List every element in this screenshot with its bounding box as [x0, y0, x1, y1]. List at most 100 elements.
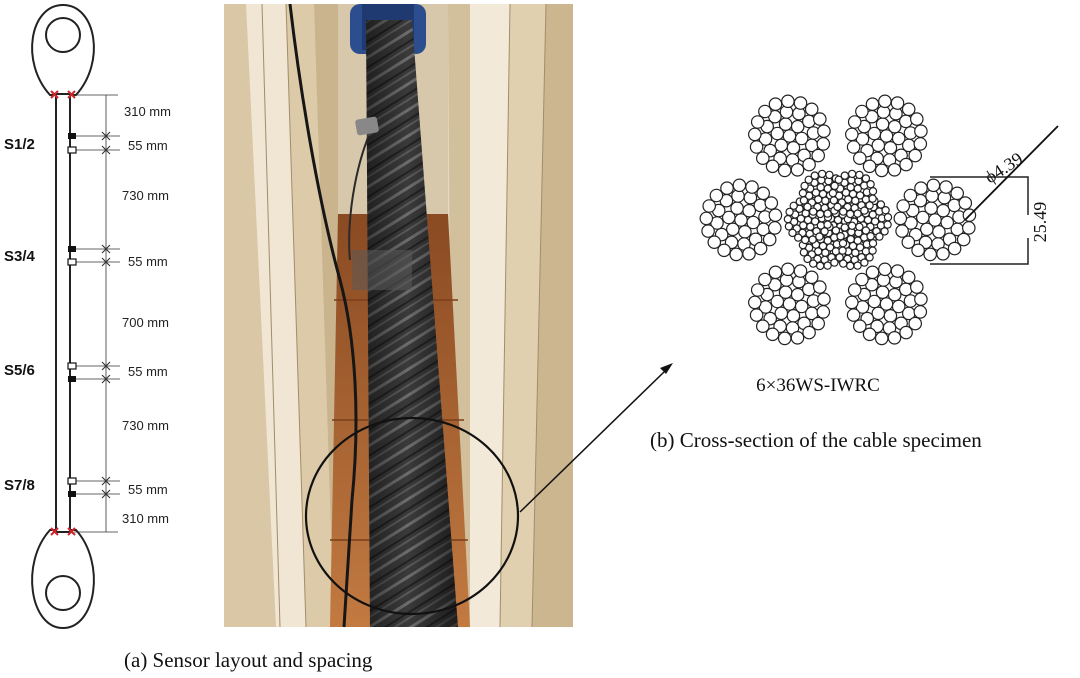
core-wire: [881, 205, 890, 215]
strand-wire: [896, 199, 910, 213]
core-wire: [855, 222, 864, 232]
core-wire: [838, 238, 848, 248]
strand-wire: [871, 306, 886, 321]
strand-wire: [901, 235, 916, 249]
sensor-s5: [67, 362, 77, 370]
core-wire: [810, 171, 820, 180]
strand-wire: [774, 138, 789, 153]
strand-wire: [746, 215, 760, 230]
caption-cross-section: (b) Cross-section of the cable specimen: [650, 428, 982, 452]
core-wire: [841, 188, 851, 197]
core-wire: [817, 169, 827, 179]
strand-wire: [793, 264, 808, 278]
strand-wire: [874, 331, 889, 346]
strand-wire: [781, 262, 795, 277]
core-wire: [861, 174, 871, 183]
height-label: 25.49: [1030, 202, 1050, 243]
strand-wire: [862, 159, 877, 174]
core-wire: [868, 194, 877, 203]
core-wire: [839, 207, 848, 216]
strand-wire: [890, 264, 905, 278]
core-wire: [855, 170, 864, 180]
strand-wire: [875, 285, 890, 299]
sensor-s2: [67, 146, 77, 154]
strand-wire: [811, 148, 825, 163]
strand-wire: [778, 117, 793, 131]
strand-wire: [908, 316, 922, 331]
strand-wire: [765, 159, 780, 174]
strand-wire: [786, 308, 801, 323]
strand-wire: [732, 178, 747, 193]
strand-wire: [909, 280, 924, 294]
strand-wire: [768, 97, 783, 111]
strand-wire: [883, 308, 898, 323]
core-wire: [784, 222, 794, 231]
sensor-s4: [67, 258, 77, 266]
strand-wire: [901, 270, 916, 285]
strand-wire: [816, 305, 831, 319]
strand-wire: [947, 198, 962, 213]
strand-wire: [717, 243, 731, 258]
strand-wire: [774, 306, 789, 321]
strand-wire: [753, 241, 768, 256]
core-wire: [788, 228, 797, 238]
core-wire: [865, 253, 874, 262]
core-wire: [831, 226, 841, 235]
strand-wire: [891, 299, 906, 314]
core-wire: [836, 231, 845, 241]
strand-wire: [926, 178, 941, 193]
strand-wire: [745, 180, 759, 194]
strand-wire: [781, 94, 795, 109]
strand-wire: [794, 131, 809, 146]
strand-wire: [914, 292, 928, 306]
strand-wire: [878, 262, 892, 277]
cable-shaft: [55, 93, 71, 533]
strand-wire: [878, 94, 892, 109]
strand-wire: [790, 330, 805, 345]
anchor-marker-bottom: [50, 527, 76, 536]
core-wire: [838, 246, 847, 255]
strand-wire: [890, 96, 905, 110]
strand-wire: [750, 283, 765, 297]
core-wire: [798, 188, 808, 198]
dimension-label: 310 mm: [124, 104, 171, 119]
strand-wire: [898, 114, 913, 129]
strand-wire: [895, 224, 909, 238]
strand-wire: [844, 127, 859, 142]
strand-wire: [770, 294, 785, 309]
cable-specimen-photo: [224, 3, 573, 628]
strand-wire: [903, 188, 918, 203]
strand-wire: [875, 117, 890, 131]
core-wire: [828, 188, 838, 198]
dimension-chain: [74, 94, 120, 533]
strand-wire: [817, 124, 831, 138]
strand-wire: [908, 148, 922, 163]
core-wire: [799, 248, 809, 257]
strand-wire: [709, 188, 724, 203]
strand-wire: [913, 305, 928, 319]
strand-wire: [899, 325, 913, 340]
strand-wire: [909, 112, 924, 126]
strand-wire: [742, 203, 756, 218]
strand-wire: [721, 210, 736, 225]
core-wire: [801, 235, 810, 245]
strand-wire: [846, 140, 861, 154]
core-wire: [868, 186, 878, 196]
strand-wire: [753, 198, 768, 213]
dimension-label: 55 mm: [128, 482, 168, 497]
strand-wire: [764, 196, 779, 210]
core-wire: [809, 207, 818, 216]
dimension-label: 700 mm: [122, 315, 169, 330]
strand-wire: [801, 114, 816, 129]
strand-wire: [899, 157, 913, 172]
dimension-label: 55 mm: [128, 364, 168, 379]
core-wire: [866, 231, 875, 241]
strand-wire: [936, 203, 950, 218]
core-wire: [811, 188, 821, 197]
core-wire: [839, 259, 848, 268]
strand-wire: [793, 96, 808, 110]
strand-wire: [786, 141, 801, 155]
sensor-s7: [67, 477, 77, 485]
core-wire: [823, 220, 832, 229]
sensor-label-s3-4: S3/4: [4, 248, 36, 265]
